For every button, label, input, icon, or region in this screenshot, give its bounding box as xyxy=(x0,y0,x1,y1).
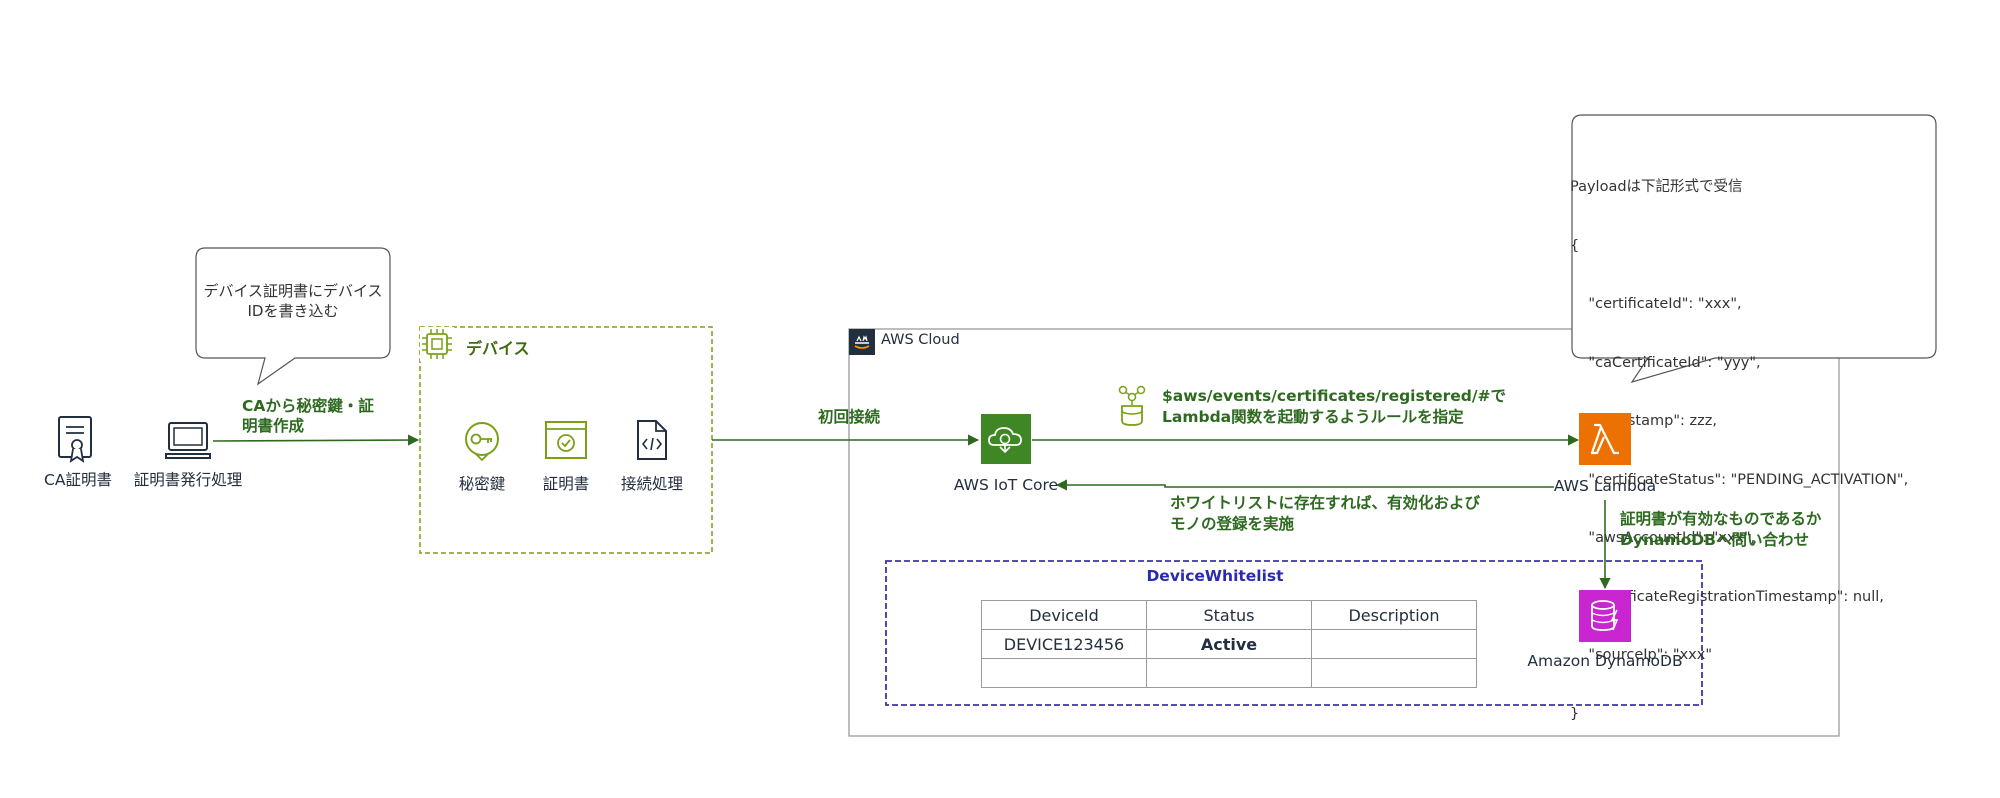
private-key-icon xyxy=(465,422,499,462)
table-header-cell: Description xyxy=(1311,600,1477,630)
edge-query-label: 証明書が有効なものであるか DynamoDBへ問い合わせ xyxy=(1620,509,1821,551)
payload-line: "certificateStatus": "PENDING_ACTIVATION… xyxy=(1570,471,1909,488)
device-item-label: 接続処理 xyxy=(620,475,683,493)
callout-payload-shape xyxy=(1571,114,1937,384)
edge-activate-line: ホワイトリストに存在すれば、有効化および xyxy=(1170,494,1481,512)
table-header-cell: Status xyxy=(1146,600,1312,630)
whitelist-title: DeviceWhitelist xyxy=(1146,567,1284,585)
edge-issue-label: CAから秘密鍵・証明書作成 xyxy=(242,396,382,436)
edge-first-connect-label: 初回接続 xyxy=(818,408,881,426)
lambda-label: AWS Lambda xyxy=(1553,477,1657,495)
edge-activate-label: ホワイトリストに存在すれば、有効化および モノの登録を実施 xyxy=(1170,493,1480,535)
edge-issue-text: CAから秘密鍵・証明書作成 xyxy=(242,397,374,435)
certificate-icon xyxy=(58,416,92,463)
callout-payload: Payloadは下記形式で受信 { "certificateId": "xxx"… xyxy=(1570,139,1908,744)
cert-issue-label: 証明書発行処理 xyxy=(133,471,243,489)
aws-cloud-group xyxy=(848,328,1840,737)
table-cell xyxy=(1311,629,1477,659)
edge-activate xyxy=(1055,479,1554,491)
code-file-icon xyxy=(637,420,667,460)
aws-cloud-title: AWS Cloud xyxy=(881,332,960,348)
iot-core-label: AWS IoT Core xyxy=(953,476,1059,494)
payload-line: "certificateRegistrationTimestamp": null… xyxy=(1570,588,1884,605)
payload-line: "certificateId": "xxx", xyxy=(1570,296,1742,312)
payload-line: Payloadは下記形式で受信 xyxy=(1570,179,1743,195)
edge-query-line: 証明書が有効なものであるか xyxy=(1620,510,1822,528)
aws-logo-icon xyxy=(849,329,875,355)
device-item-label: 秘密鍵 xyxy=(458,475,506,493)
chip-icon xyxy=(420,327,454,361)
ca-cert-label: CA証明書 xyxy=(44,471,112,489)
table-header-cell: DeviceId xyxy=(981,600,1147,630)
laptop-icon xyxy=(165,422,211,459)
table-row: DEVICE123456 Active xyxy=(981,629,1477,659)
table-cell xyxy=(1311,658,1477,688)
dynamodb-label: Amazon DynamoDB xyxy=(1527,652,1683,670)
table-cell-status: Active xyxy=(1146,629,1312,659)
edge-activate-line: モノの登録を実施 xyxy=(1170,515,1295,533)
device-item-label: 証明書 xyxy=(542,475,590,493)
edge-query-line: DynamoDBへ問い合わせ xyxy=(1620,531,1809,549)
payload-line: "awsAccountId": "xxx", xyxy=(1570,530,1756,546)
whitelist-table: DeviceId Status Description DEVICE123456… xyxy=(981,600,1477,688)
table-cell xyxy=(1146,658,1312,688)
callout-device-id-shape xyxy=(195,247,391,386)
rule-label: $aws/events/certificates/registered/#で L… xyxy=(1162,386,1506,428)
payload-line: "caCertificateId": "yyy", xyxy=(1570,354,1761,371)
table-cell: DEVICE123456 xyxy=(981,629,1147,659)
device-group-title: デバイス xyxy=(466,339,530,358)
rule-label-line: $aws/events/certificates/registered/#で xyxy=(1162,387,1507,405)
table-cell xyxy=(981,658,1147,688)
payload-line: { xyxy=(1570,237,1580,254)
table-header-row: DeviceId Status Description xyxy=(981,600,1477,630)
dynamodb-icon xyxy=(1579,590,1631,642)
whitelist-group xyxy=(885,560,1703,706)
payload-line: } xyxy=(1570,705,1580,722)
certificate-icon xyxy=(545,421,587,459)
table-row xyxy=(981,658,1477,688)
iot-rule-icon xyxy=(1118,385,1146,426)
iot-core-icon xyxy=(981,414,1031,464)
lambda-icon xyxy=(1579,413,1631,465)
callout-device-id: デバイス証明書にデバイスIDを書き込む xyxy=(203,282,383,320)
rule-label-line: Lambda関数を起動するようルールを指定 xyxy=(1162,408,1464,426)
edge-issue xyxy=(212,434,420,446)
payload-line: "sourceIp": "xxx" xyxy=(1570,647,1712,663)
